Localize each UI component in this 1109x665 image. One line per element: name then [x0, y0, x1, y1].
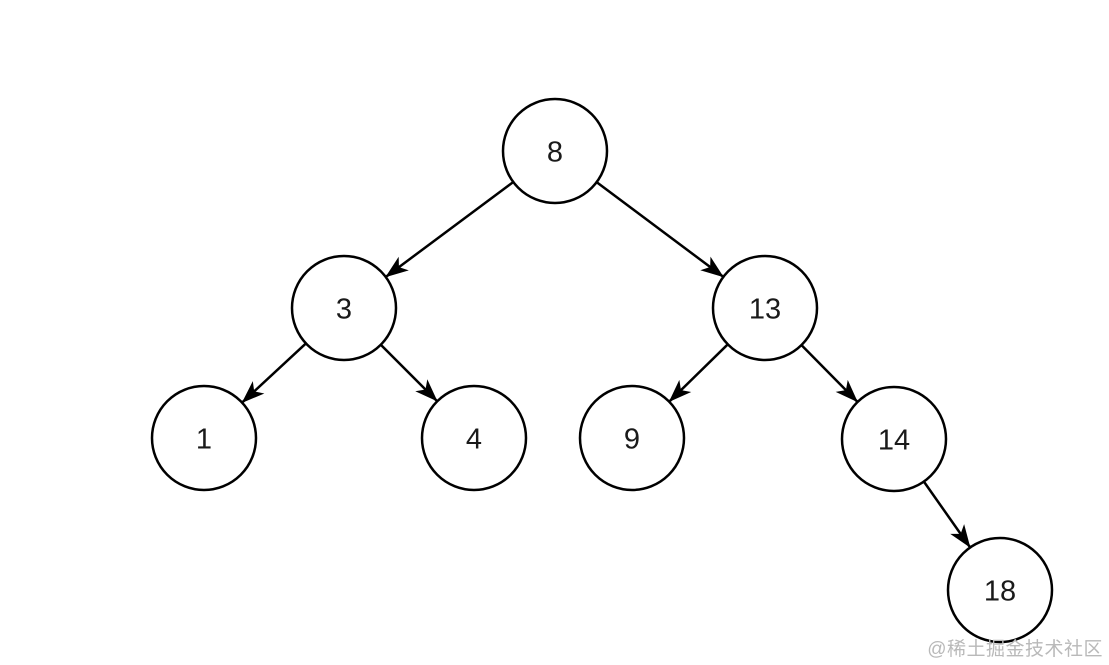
tree-node-1: 1 — [150, 384, 258, 492]
tree-node-14: 14 — [840, 385, 948, 493]
node-circle-8 — [501, 97, 609, 205]
node-label-9: 9 — [624, 423, 640, 455]
tree-node-9: 9 — [578, 384, 686, 492]
node-label-1: 1 — [196, 423, 212, 455]
node-label-4: 4 — [466, 423, 482, 455]
node-circle-14 — [840, 385, 948, 493]
edge-3-to-4 — [379, 343, 439, 403]
node-label-8: 8 — [547, 136, 563, 168]
edge-3-to-1 — [241, 342, 307, 404]
edge-8-to-13 — [595, 181, 725, 278]
node-label-13: 13 — [749, 293, 781, 325]
node-circle-13 — [711, 254, 819, 362]
tree-node-3: 3 — [290, 254, 398, 362]
tree-node-8: 8 — [501, 97, 609, 205]
node-circle-9 — [578, 384, 686, 492]
edge-13-to-9 — [668, 343, 729, 403]
edges-layer — [241, 180, 972, 549]
node-label-18: 18 — [984, 575, 1016, 607]
node-circle-4 — [420, 384, 528, 492]
watermark-text: @稀土掘金技术社区 — [927, 639, 1103, 660]
node-label-14: 14 — [878, 424, 910, 456]
edge-13-to-14 — [800, 344, 859, 403]
edge-8-to-3 — [384, 180, 515, 279]
tree-node-4: 4 — [420, 384, 528, 492]
tree-node-13: 13 — [711, 254, 819, 362]
node-circle-3 — [290, 254, 398, 362]
node-circle-18 — [946, 536, 1054, 644]
tree-node-18: 18 — [946, 536, 1054, 644]
edge-14-to-18 — [922, 480, 972, 549]
node-circle-1 — [150, 384, 258, 492]
node-label-3: 3 — [336, 293, 352, 325]
